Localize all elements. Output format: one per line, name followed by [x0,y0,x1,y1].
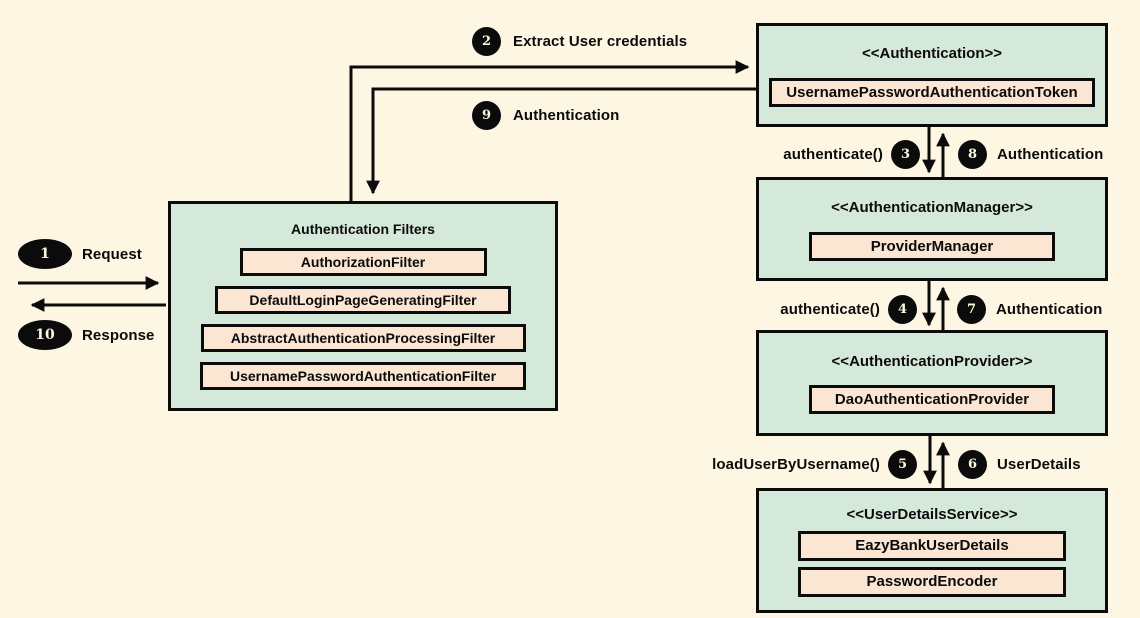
step-9-number: 9 [481,108,492,123]
extract-credentials-arrow [349,60,750,201]
flow-step-extract-credentials: 2 Extract User credentials [472,27,687,56]
step-4-number: 4 [897,302,908,317]
flow-step-authentication-return: 9 Authentication [472,101,619,130]
extract-credentials-label: Extract User credentials [513,33,688,50]
flow-step-load-user: loadUserByUsername() 5 [712,450,917,479]
step-8-bubble: 8 [958,140,987,169]
authentication-manager-stereotype: <<AuthenticationManager>> [831,198,1033,216]
load-user-call-label: loadUserByUsername() [712,456,880,473]
authenticate-call-label-1: authenticate() [783,146,883,163]
request-label: Request [82,245,142,263]
flow-step-request: 1 Request [18,239,142,269]
step-2-bubble: 2 [472,27,501,56]
step-8-number: 8 [967,147,978,162]
authentication-return-label: Authentication [513,107,620,124]
authentication-return-to-filter-arrow [366,87,756,195]
provider-manager: ProviderManager [809,231,1055,261]
step-6-bubble: 6 [958,450,987,479]
flow-step-response: 10 Response [18,320,155,350]
password-encoder: PasswordEncoder [798,566,1066,597]
flow-step-authentication-2: 7 Authentication [957,295,1102,324]
authentication-filters-box: Authentication Filters AuthorizationFilt… [168,201,558,411]
step-5-number: 5 [897,457,908,472]
user-details-service-box: <<UserDetailsService>> EazyBankUserDetai… [756,488,1108,613]
authentication-provider-box: <<AuthenticationProvider>> DaoAuthentica… [756,330,1108,436]
step-2-number: 2 [481,34,492,49]
filter-authorization: AuthorizationFilter [239,248,487,276]
flow-step-userdetails: 6 UserDetails [958,450,1081,479]
filter-default-login-page: DefaultLoginPageGeneratingFilter [215,286,511,314]
user-details-service-stereotype: <<UserDetailsService>> [846,505,1018,523]
authentication-stereotype: <<Authentication>> [861,44,1003,62]
filter-abstract-auth-processing: AbstractAuthenticationProcessingFilter [200,324,526,352]
step-6-number: 6 [967,457,978,472]
step-5-bubble: 5 [888,450,917,479]
step-1-bubble: 1 [18,239,72,269]
step-4-bubble: 4 [888,295,917,324]
flow-step-authenticate-2: authenticate() 4 [780,295,917,324]
step-9-bubble: 9 [472,101,501,130]
step-3-bubble: 3 [891,140,920,169]
authentication-box: <<Authentication>> UsernamePasswordAuthe… [756,23,1108,127]
authenticate-call-label-2: authenticate() [780,301,880,318]
step-7-number: 7 [966,302,977,317]
step-7-bubble: 7 [957,295,986,324]
step-3-number: 3 [900,147,911,162]
eazybank-user-details: EazyBankUserDetails [798,530,1066,561]
authentication-label-2: Authentication [996,301,1103,318]
filter-username-password-auth: UsernamePasswordAuthenticationFilter [200,362,526,390]
response-label: Response [82,326,155,344]
flow-step-authentication-1: 8 Authentication [958,140,1103,169]
userdetails-label: UserDetails [997,456,1081,473]
step-10-number: 10 [35,327,55,343]
step-1-number: 1 [40,246,50,262]
step-10-bubble: 10 [18,320,72,350]
authentication-manager-box: <<AuthenticationManager>> ProviderManage… [756,177,1108,281]
flow-step-authenticate-1: authenticate() 3 [783,140,920,169]
filters-box-title: Authentication Filters [291,221,435,237]
authentication-label-1: Authentication [997,146,1104,163]
dao-authentication-provider: DaoAuthenticationProvider [809,385,1055,414]
authentication-provider-stereotype: <<AuthenticationProvider>> [831,353,1033,370]
username-password-auth-token: UsernamePasswordAuthenticationToken [769,77,1095,107]
